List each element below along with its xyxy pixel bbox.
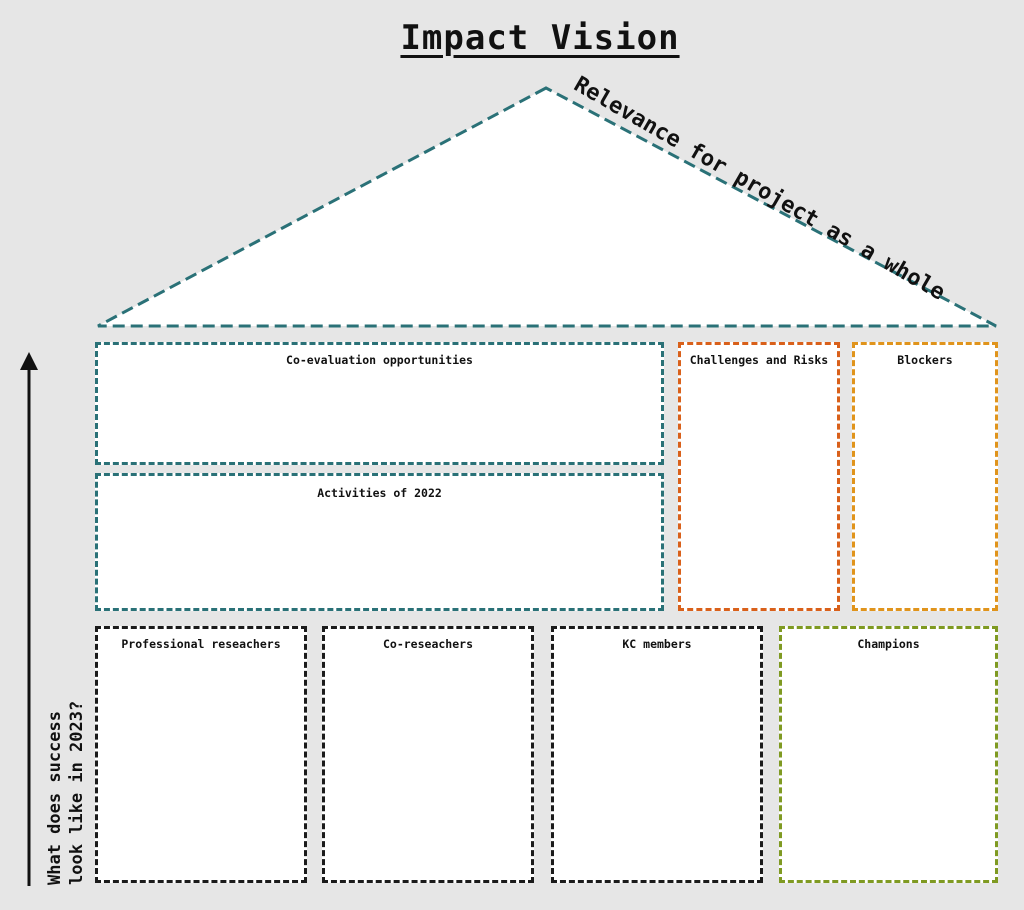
kc-members-label: KC members <box>622 637 692 651</box>
co-evaluation-box[interactable]: Co-evaluation opportunities <box>95 342 664 465</box>
co-evaluation-label: Co-evaluation opportunities <box>286 353 473 367</box>
page-title: Impact Vision <box>400 18 680 58</box>
success-question-line-1: What does success <box>45 711 65 885</box>
professional-researchers-label: Professional reseachers <box>121 637 281 651</box>
kc-members-box[interactable]: KC members <box>551 626 763 883</box>
success-question: What does success look like in 2023? <box>44 675 88 885</box>
challenges-label: Challenges and Risks <box>689 353 829 367</box>
champions-box[interactable]: Champions <box>779 626 998 883</box>
professional-researchers-box[interactable]: Professional reseachers <box>95 626 307 883</box>
activities-box[interactable]: Activities of 2022 <box>95 473 664 611</box>
blockers-box[interactable]: Blockers <box>852 342 998 611</box>
blockers-label: Blockers <box>897 353 953 367</box>
challenges-box[interactable]: Challenges and Risks <box>678 342 840 611</box>
champions-label: Champions <box>857 637 920 651</box>
co-researchers-box[interactable]: Co-reseachers <box>322 626 534 883</box>
activities-label: Activities of 2022 <box>317 486 442 500</box>
co-researchers-label: Co-reseachers <box>382 637 473 651</box>
success-question-line-2: look like in 2023? <box>67 700 87 885</box>
